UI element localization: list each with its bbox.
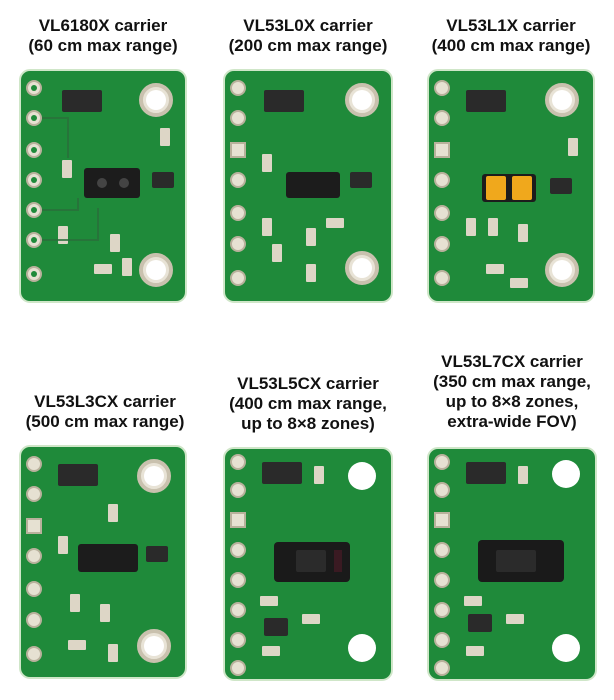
board-cell-vl53l3cx: VL53L3CX carrier (500 cm max range): [6, 392, 204, 700]
caption-line: (200 cm max range): [228, 36, 388, 55]
caption-line: VL53L3CX carrier: [34, 392, 176, 411]
caption-line: (500 cm max range): [25, 412, 185, 431]
pcb-image: [19, 445, 187, 679]
pcb-image: [223, 69, 393, 303]
board-caption: VL53L0X carrier (200 cm max range): [210, 16, 406, 56]
pcb-image: [427, 69, 595, 303]
board-cell-vl53l1x: VL53L1X carrier (400 cm max range): [414, 16, 608, 316]
caption-line: extra-wide FOV): [447, 412, 577, 431]
pcb-image: [19, 69, 187, 303]
board-caption: VL53L1X carrier (400 cm max range): [414, 16, 608, 56]
board-caption: VL53L5CX carrier (400 cm max range, up t…: [210, 374, 406, 434]
caption-line: up to 8×8 zones,: [445, 392, 579, 411]
caption-line: up to 8×8 zones): [241, 414, 375, 433]
caption-line: VL53L1X carrier: [446, 16, 576, 35]
vl53l3cx-board-photo: [18, 444, 188, 680]
caption-line: VL53L7CX carrier: [441, 352, 583, 371]
pcb-image: [427, 447, 597, 681]
vl53l7cx-board-photo: [426, 446, 598, 682]
vl53l5cx-board-photo: [222, 446, 394, 682]
board-cell-vl6180x: VL6180X carrier (60 cm max range): [8, 16, 198, 316]
vl53l1x-board-photo: [426, 68, 596, 304]
caption-line: (400 cm max range): [431, 36, 591, 55]
vl6180x-board-photo: [18, 68, 188, 304]
board-cell-vl53l0x: VL53L0X carrier (200 cm max range): [210, 16, 406, 316]
board-cell-vl53l7cx: VL53L7CX carrier (350 cm max range, up t…: [414, 352, 610, 700]
board-caption: VL53L7CX carrier (350 cm max range, up t…: [414, 352, 610, 432]
caption-line: VL6180X carrier: [38, 16, 168, 35]
pcb-image: [223, 447, 393, 681]
board-caption: VL53L3CX carrier (500 cm max range): [6, 392, 204, 432]
board-cell-vl53l5cx: VL53L5CX carrier (400 cm max range, up t…: [210, 374, 406, 700]
caption-line: VL53L0X carrier: [243, 16, 373, 35]
vl53l0x-board-photo: [222, 68, 394, 304]
caption-line: (60 cm max range): [28, 36, 178, 55]
board-caption: VL6180X carrier (60 cm max range): [8, 16, 198, 56]
caption-line: (400 cm max range,: [229, 394, 387, 413]
caption-line: VL53L5CX carrier: [237, 374, 379, 393]
caption-line: (350 cm max range,: [433, 372, 591, 391]
